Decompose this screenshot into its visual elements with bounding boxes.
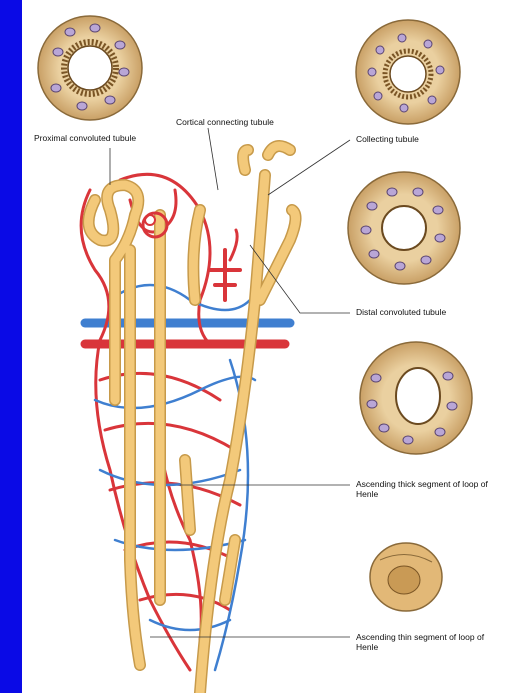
label-collecting-tubule: Collecting tubule — [356, 134, 419, 144]
label-distal-convoluted-tubule: Distal convoluted tubule — [356, 307, 446, 317]
label-proximal-convoluted-tubule: Proximal convoluted tubule — [34, 133, 136, 143]
label-ascending-thin-segment: Ascending thin segment of loop of Henle — [356, 632, 506, 652]
cross-section-distal — [348, 172, 460, 284]
cross-section-proximal — [38, 16, 142, 120]
cross-section-thin-segment — [370, 543, 442, 611]
cross-section-collecting — [356, 20, 460, 124]
cross-section-thick-segment — [360, 342, 472, 454]
label-ascending-thick-segment: Ascending thick segment of loop of Henle — [356, 479, 506, 499]
label-cortical-connecting-tubule: Cortical connecting tubule — [176, 117, 274, 127]
tubule-system — [89, 146, 296, 693]
